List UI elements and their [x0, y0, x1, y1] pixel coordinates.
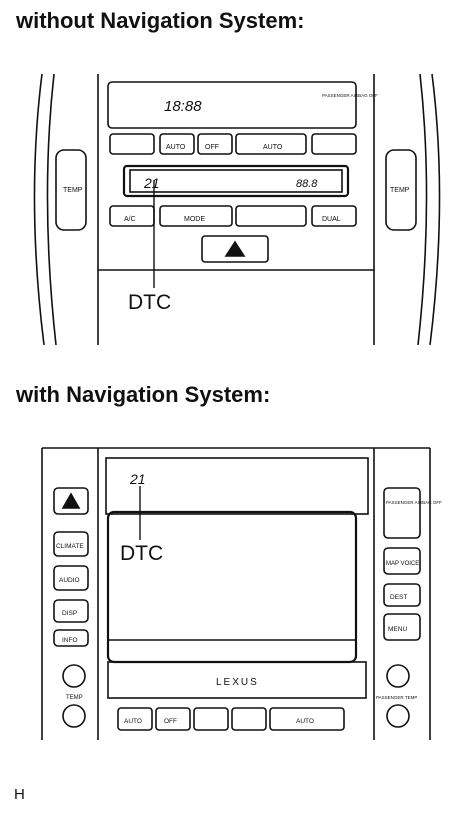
bottom-left-temp-label: TEMP	[66, 695, 83, 701]
top-screen-code: 21	[143, 175, 160, 191]
bottom-off-label: OFF	[164, 718, 177, 725]
top-ac-label: A/C	[124, 216, 136, 223]
top-right-temp-pod	[385, 149, 417, 231]
top-left-temp-label: TEMP	[63, 187, 83, 194]
bottom-hazard-button	[53, 487, 89, 515]
top-auto-label: AUTO	[166, 144, 186, 151]
bottom-seat-button	[231, 707, 267, 731]
bottom-dtc-callout: DTC	[120, 542, 163, 565]
top-off-label: OFF	[205, 144, 219, 151]
bottom-climate-button	[53, 531, 89, 557]
bottom-disp-label: DISP	[62, 610, 77, 617]
bottom-airbag-indicator	[383, 487, 421, 539]
top-panel-text: 18:88 TEMP TEMP AUTO OFF AUTO A/C MODE D…	[63, 93, 410, 314]
top-center-unit	[97, 74, 375, 271]
top-heading: without Navigation System:	[16, 8, 305, 33]
bottom-hazard-icon	[61, 492, 81, 509]
bottom-left-temp-down	[62, 704, 86, 728]
top-screen-temp: 88.8	[296, 178, 318, 190]
top-dual-label: DUAL	[322, 216, 341, 223]
top-mode-label: MODE	[184, 216, 205, 223]
bottom-heading: with Navigation System:	[16, 382, 271, 407]
bottom-left-temp-up	[62, 664, 86, 688]
top-dual-button	[311, 205, 357, 227]
top-clock: 18:88	[164, 98, 202, 115]
bottom-rear-button	[193, 707, 229, 731]
top-right-bezel-inner	[417, 73, 428, 346]
top-lcd-frame	[122, 164, 350, 198]
bottom-map-voice-button	[383, 547, 421, 575]
top-right-bezel-outer	[429, 73, 441, 346]
top-fan-button	[235, 205, 307, 227]
bottom-info-button	[53, 629, 89, 647]
bottom-map-voice-label: MAP VOICE	[386, 561, 419, 567]
bottom-menu-label: MENU	[388, 626, 407, 633]
top-fan-auto-button	[235, 133, 307, 155]
top-left-bezel-inner	[46, 73, 57, 346]
top-defog-button	[311, 133, 357, 155]
top-right-temp-label: TEMP	[390, 187, 410, 194]
top-mode-button	[159, 205, 233, 227]
bottom-audio-button	[53, 565, 89, 591]
top-fan-auto-label: AUTO	[263, 144, 283, 151]
bottom-dest-button	[383, 583, 421, 607]
bottom-info-label: INFO	[62, 637, 78, 644]
top-hazard-button	[201, 235, 269, 263]
top-dtc-callout: DTC	[128, 291, 171, 314]
top-left-temp-pod	[55, 149, 87, 231]
bottom-climate-label: CLIMATE	[56, 543, 84, 550]
top-airbag-label: PASSENGER AIRBAG OFF	[322, 93, 378, 98]
figure-id: H	[14, 786, 25, 803]
top-left-bezel-outer	[33, 73, 45, 346]
bottom-dest-label: DEST	[390, 594, 407, 601]
bottom-auto-left-label: AUTO	[124, 718, 142, 725]
top-lcd-inner	[129, 169, 343, 193]
top-rear-defog-button	[109, 133, 155, 155]
bottom-airbag-label: PASSENGER AIRBAG OFF	[386, 500, 442, 505]
bottom-right-temp-down	[386, 704, 410, 728]
bottom-screen-code: 21	[129, 471, 146, 487]
top-panel	[33, 73, 441, 346]
bottom-audio-label: AUDIO	[59, 577, 80, 584]
bottom-menu-button	[383, 613, 421, 641]
top-auto-button	[159, 133, 195, 155]
bottom-brand-strip	[107, 661, 367, 699]
bottom-brand: LEXUS	[216, 677, 259, 688]
bottom-off-button	[155, 707, 191, 731]
bottom-auto-left-button	[117, 707, 153, 731]
bottom-fan-auto-button	[269, 707, 345, 731]
top-info-display	[107, 81, 357, 129]
bottom-right-temp-up	[386, 664, 410, 688]
top-hazard-icon	[224, 240, 246, 257]
bottom-info-strip	[105, 457, 369, 515]
top-off-button	[197, 133, 233, 155]
bottom-right-temp-label: PASSENGER TEMP	[376, 695, 417, 700]
bottom-panel	[41, 447, 431, 740]
bottom-panel-text: 21 CLIMATE AUDIO DISP INFO PASSENGER AIR…	[56, 471, 442, 725]
bottom-fan-auto-label: AUTO	[296, 718, 314, 725]
bottom-disp-button	[53, 599, 89, 623]
